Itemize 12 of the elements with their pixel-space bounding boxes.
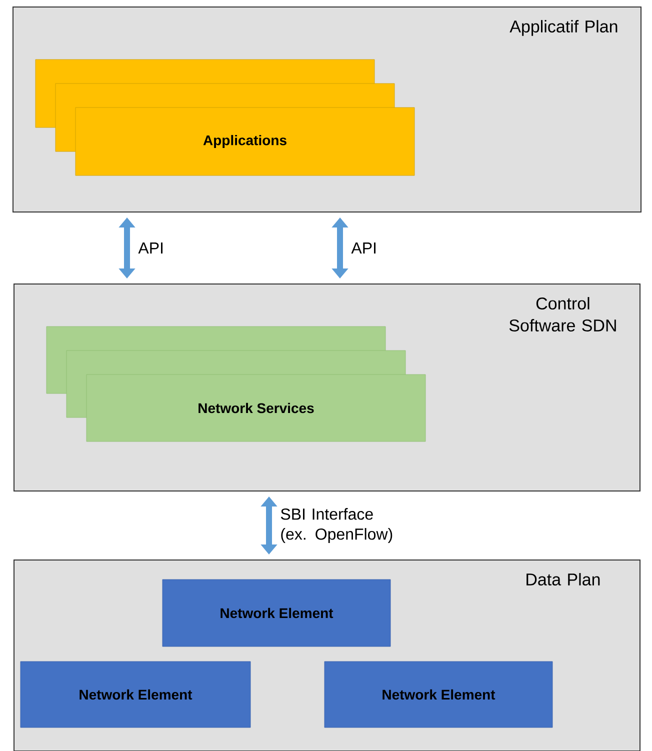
process-box: Network Element — [324, 661, 553, 728]
stacked-boxes: Applications — [35, 59, 415, 176]
panel-title: Control Software SDN — [509, 297, 616, 332]
process-box: Network Element — [162, 579, 391, 647]
edge-label: SBI Interface (ex. OpenFlow) — [279, 507, 396, 544]
edge-label: API — [350, 242, 378, 254]
panel-title: Data Plan — [526, 573, 600, 586]
panel-title: Applicatif Plan — [510, 20, 618, 36]
process-box: Network Element — [20, 661, 251, 728]
node-label: Network Services — [198, 402, 314, 414]
stacked-boxes: Network Services — [46, 326, 426, 442]
edge-label: API — [137, 242, 165, 254]
